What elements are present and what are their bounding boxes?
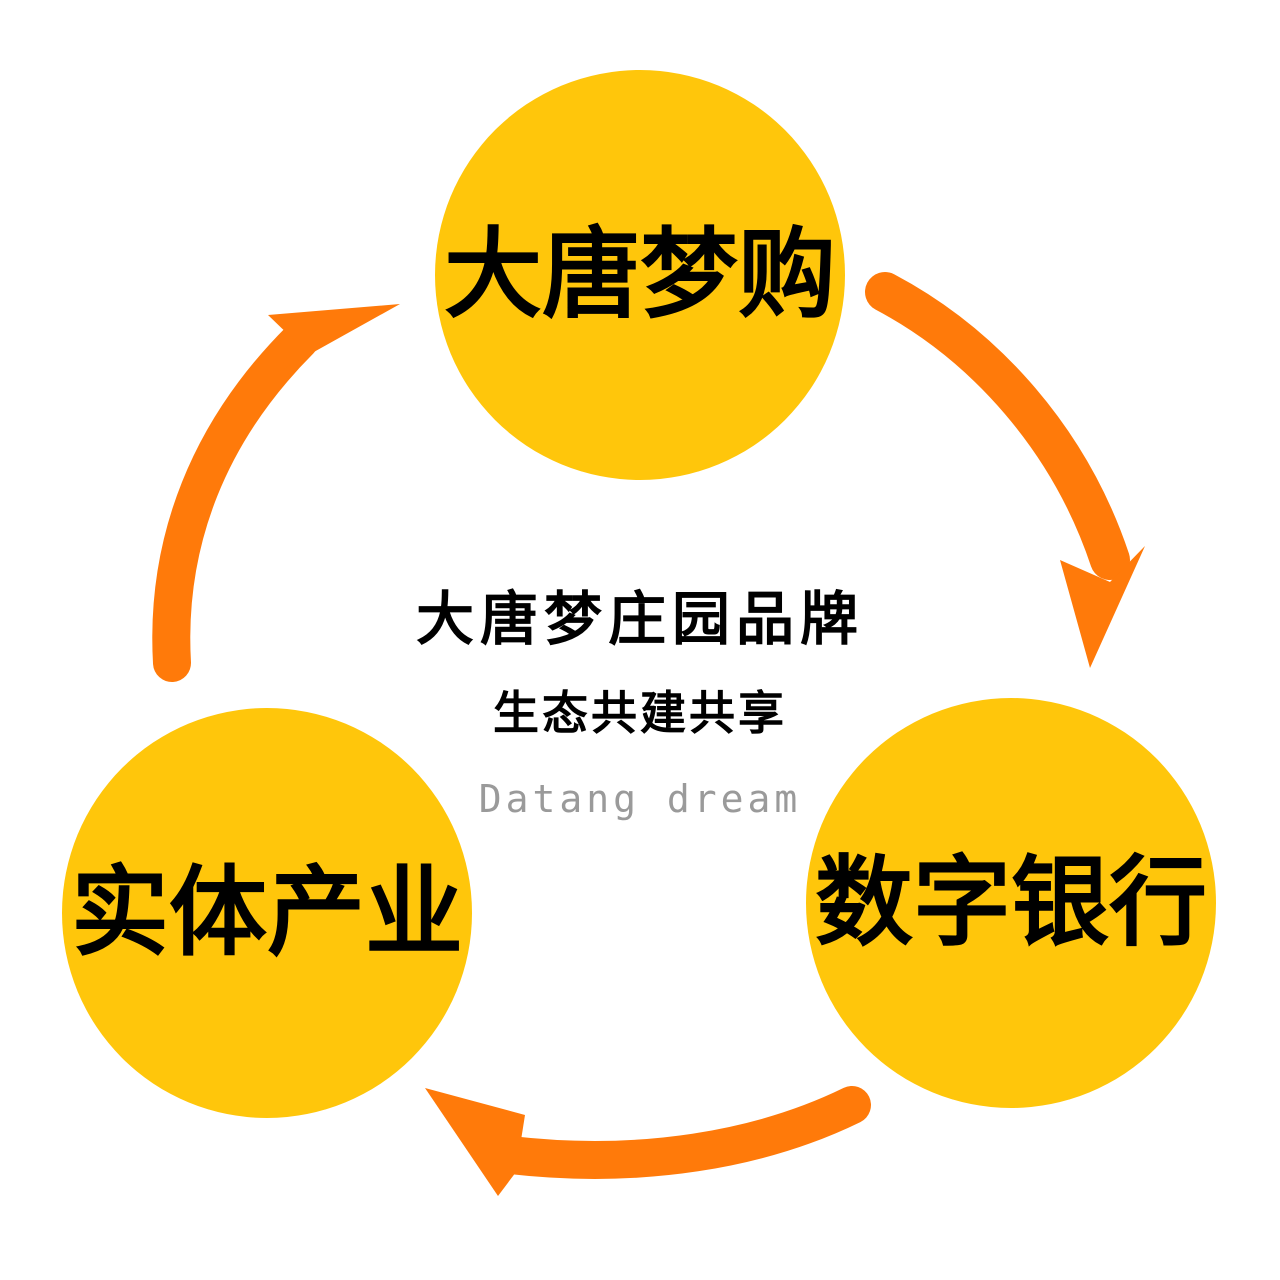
arrow-right-to-left-shaft [491, 1086, 871, 1179]
center-subtitle: 生态共建共享 [493, 686, 787, 740]
center-english-tagline: Datang dream [478, 777, 802, 821]
arrow-right-to-left-head [425, 1088, 525, 1196]
arrow-left-to-top [152, 304, 400, 682]
node-shuzi-yinhang: 数字银行 [806, 698, 1216, 1108]
node-datang-menggou: 大唐梦购 [435, 70, 845, 480]
arrow-left-to-top-shaft [152, 321, 319, 682]
arrow-top-to-right-shaft [865, 272, 1130, 580]
arrow-top-to-right-head [1060, 546, 1145, 668]
node-shiti-chanye: 实体产业 [62, 708, 472, 1118]
arrow-top-to-right [865, 272, 1145, 668]
arrow-right-to-left [425, 1086, 871, 1196]
node-right-label: 数字银行 [814, 846, 1207, 960]
center-title: 大唐梦庄园品牌 [415, 585, 864, 653]
node-left-label: 实体产业 [70, 856, 463, 970]
arrow-left-to-top-head [268, 304, 400, 372]
node-top-label: 大唐梦购 [443, 218, 836, 332]
